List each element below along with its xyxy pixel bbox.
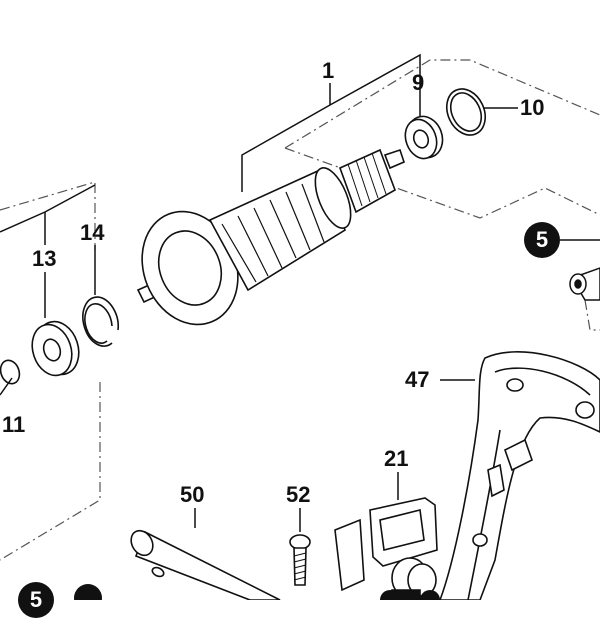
switch-part-21	[334, 497, 438, 600]
exploded-parts-diagram	[0, 53, 600, 600]
ring-part-11	[0, 359, 21, 385]
bearing-part-9	[404, 115, 444, 160]
bottom-badges	[74, 584, 440, 600]
circlip-part-14	[82, 296, 120, 347]
rod-part-50	[130, 529, 281, 600]
leader-lines	[0, 53, 600, 532]
commutator	[338, 148, 396, 214]
part-label-1: 1	[322, 58, 335, 83]
part-label-11: 11	[2, 412, 26, 437]
part-label-52: 52	[286, 482, 311, 507]
small-part-right	[569, 267, 600, 301]
reference-badge-5: 5	[524, 222, 560, 258]
part-label-21: 21	[384, 446, 409, 471]
part-label-50: 50	[180, 482, 205, 507]
retaining-ring-part-10	[445, 88, 487, 136]
screw-part-52	[289, 534, 311, 586]
armature-part	[136, 148, 405, 326]
part-label-47: 47	[405, 367, 430, 392]
part-label-14: 14	[80, 220, 105, 245]
part-label-9: 9	[412, 70, 425, 95]
part-label-10: 10	[520, 95, 545, 120]
bearing-part-13	[31, 320, 80, 377]
reference-badge-5-bottom: 5	[18, 582, 54, 618]
handle-part-47	[439, 351, 600, 600]
part-label-13: 13	[32, 246, 57, 271]
